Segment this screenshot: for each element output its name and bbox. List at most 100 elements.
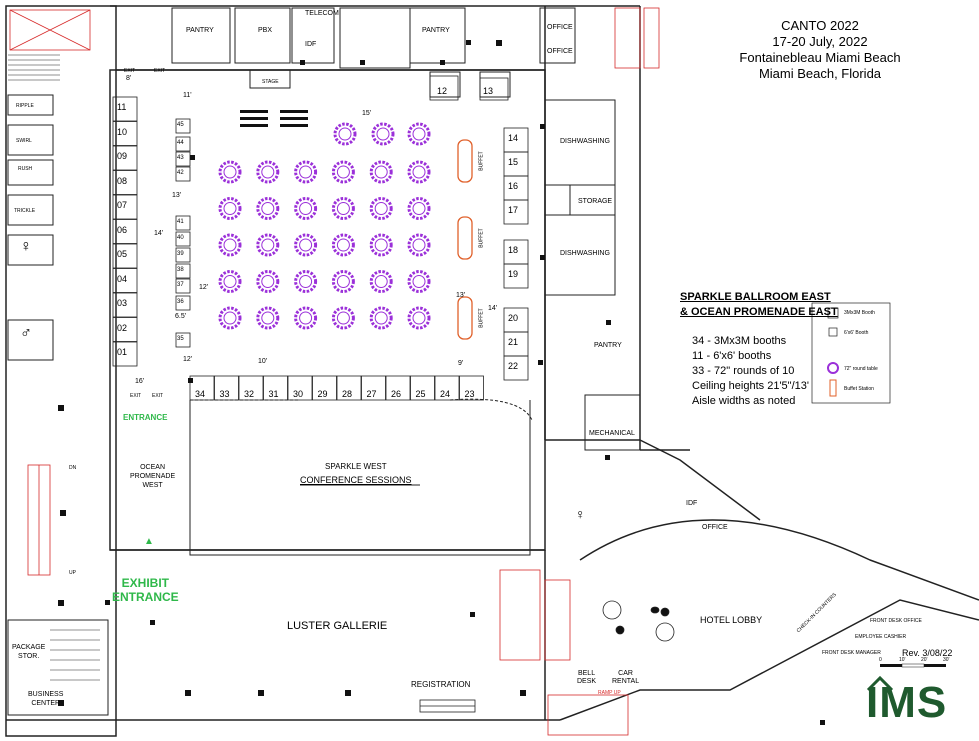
scale-bar — [880, 663, 946, 668]
booth-08 — [112, 170, 138, 195]
room-pbx: PBX — [258, 27, 273, 34]
booth-small-37 — [175, 278, 191, 294]
round-table-top — [336, 165, 350, 179]
booth-02 — [112, 317, 138, 342]
booth-label-09: 09 — [117, 151, 128, 161]
event-venue: Fontainebleau Miami Beach — [739, 50, 901, 65]
round-table-top — [223, 238, 237, 252]
booth-label-27: 27 — [366, 389, 377, 399]
booth-small-45 — [175, 118, 191, 134]
round-table-top — [261, 311, 275, 325]
booth-label-17: 17 — [508, 205, 519, 215]
escalators — [9, 7, 660, 736]
business-line2: CENTER — [31, 700, 61, 707]
legend-booth6: 6'x6' Booth — [844, 330, 869, 336]
ocean-line1: OCEAN — [140, 464, 166, 471]
room-ripple: RIPPLE — [16, 103, 34, 109]
booth-06 — [112, 219, 138, 244]
sparkle-west-label: SPARKLE WEST — [325, 462, 387, 471]
legend-buffet: Buffet Station — [844, 386, 874, 392]
service-rooms — [7, 7, 641, 716]
hotel-lobby-label: HOTEL LOBBY — [700, 615, 763, 625]
booth-30 — [287, 375, 313, 401]
subtitle-line2: & OCEAN PROMENADE EAST — [680, 306, 838, 318]
round-table — [218, 197, 242, 220]
dn-label: DN — [69, 465, 77, 471]
booth-label-18: 18 — [508, 245, 519, 255]
booth-label-20: 20 — [508, 313, 519, 323]
round-table-top — [412, 311, 426, 325]
event-title: CANTO 2022 — [781, 18, 859, 33]
round-table — [333, 122, 357, 146]
round-table-top — [223, 311, 237, 325]
event-dates: 17-20 July, 2022 — [772, 34, 868, 49]
booth-label-30: 30 — [293, 389, 304, 399]
room-mechanical: MECHANICAL — [589, 430, 635, 437]
round-table-top — [374, 275, 388, 288]
booth-01 — [112, 341, 138, 367]
round-table-top — [412, 238, 426, 252]
booth-small-35 — [175, 332, 191, 348]
booth-small-41 — [175, 215, 191, 231]
luster-gallerie-label: LUSTER GALLERIE — [287, 620, 388, 632]
round-table-top — [412, 275, 426, 288]
dim-15: 15' — [362, 110, 372, 117]
car-rental-label: CAR RENTAL — [612, 670, 639, 686]
bell-line2: DESK — [577, 678, 597, 685]
round-table-top — [374, 202, 388, 215]
round-table — [371, 122, 395, 146]
up-label: UP — [69, 570, 76, 576]
booth-05 — [112, 243, 138, 269]
round-table — [218, 160, 242, 184]
restroom-women-icon: ♀ — [20, 238, 32, 255]
exhibit-line1: EXHIBIT — [121, 576, 169, 590]
booth-label-43: 43 — [177, 155, 184, 161]
bell-line1: BELL — [577, 670, 596, 677]
booth-label-45: 45 — [177, 122, 184, 128]
columns — [58, 40, 825, 725]
car-line2: RENTAL — [612, 678, 640, 685]
room-rush: RUSH — [18, 166, 33, 172]
spec-item: Aisle widths as noted — [692, 395, 796, 407]
booth-label-21: 21 — [508, 337, 519, 347]
round-table — [331, 306, 355, 330]
booth-label-44: 44 — [177, 140, 184, 146]
booth-label-34: 34 — [195, 389, 206, 399]
round-table — [407, 306, 431, 330]
revision-label: Rev. 3/08/22 — [902, 648, 953, 658]
booth-34 — [189, 375, 215, 401]
round-table — [218, 306, 242, 330]
booth-11 — [112, 96, 138, 122]
restroom-lobby-icon: ♀ — [575, 506, 586, 522]
round-table — [407, 160, 431, 184]
legend-booth3m: 3Mx3M Booth — [844, 310, 875, 316]
employee-cashier-label: EMPLOYEE CASHIER — [855, 634, 907, 640]
round-table — [256, 233, 280, 257]
booth-29 — [312, 375, 337, 401]
exhibit-line2: ENTRANCE — [112, 590, 179, 604]
booth-label-41: 41 — [177, 219, 184, 225]
spec-item: 11 - 6'x6' booths — [692, 350, 772, 362]
booth-17 — [503, 199, 529, 225]
booth-label-12: 12 — [437, 86, 448, 96]
round-table-top — [223, 202, 237, 215]
booth-label-32: 32 — [244, 389, 255, 399]
booth-24 — [434, 375, 460, 401]
exit-label-3: EXIT — [130, 393, 142, 399]
round-table-top — [261, 275, 275, 288]
stage-seating — [240, 110, 308, 127]
round-table-top — [336, 202, 350, 215]
booth-label-01: 01 — [117, 347, 128, 357]
round-table-top — [374, 238, 388, 252]
room-dishwashing-2: DISHWASHING — [560, 250, 610, 257]
dim-11: 11' — [183, 92, 192, 99]
round-table-top — [338, 127, 352, 141]
buffet-station — [457, 216, 473, 260]
round-table-top — [299, 202, 313, 215]
round-table — [256, 306, 280, 330]
subtitle-line1: SPARKLE BALLROOM EAST — [680, 291, 831, 303]
plan-subtitle: SPARKLE BALLROOM EAST & OCEAN PROMENADE … — [680, 290, 838, 320]
booth-07 — [112, 194, 138, 220]
round-table-top — [412, 202, 426, 215]
dim-14: 14' — [154, 230, 164, 237]
